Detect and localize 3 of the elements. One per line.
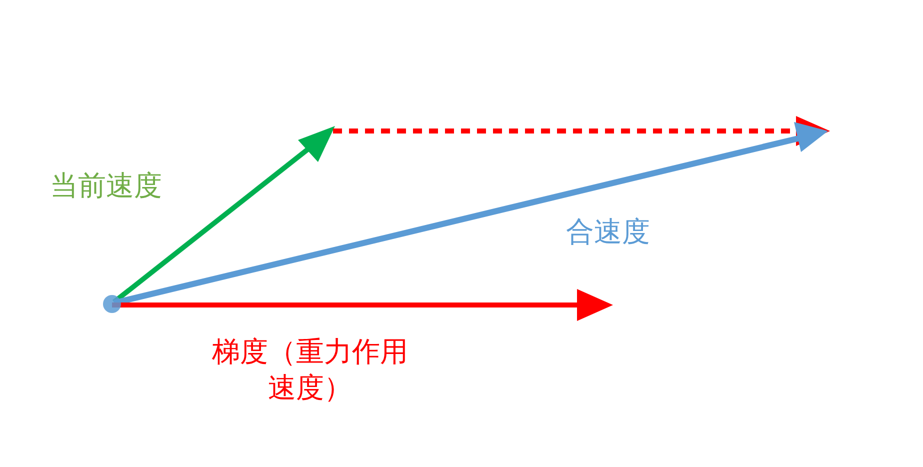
vector-label: 当前速度	[50, 168, 162, 204]
vector-label: 梯度（重力作用速度）	[212, 334, 408, 406]
vector-label: 合速度	[566, 214, 650, 250]
